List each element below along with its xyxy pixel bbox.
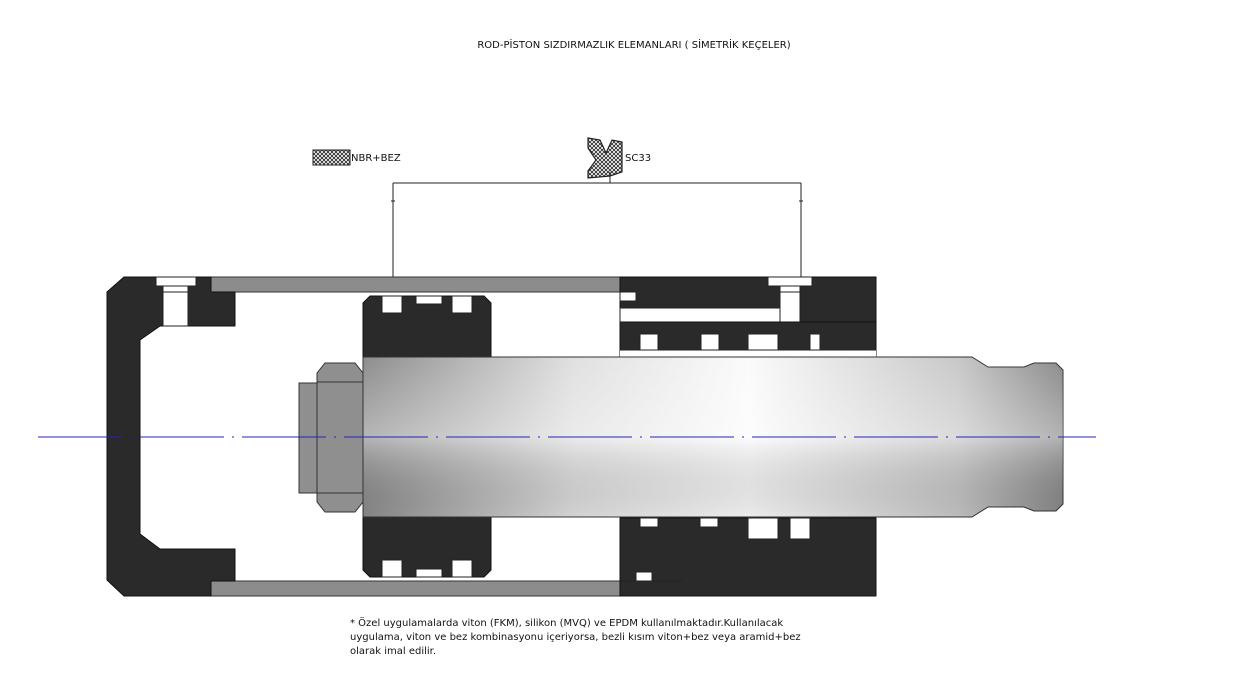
note-line-1: * Özel uygulamalarda viton (FKM), siliko… — [350, 618, 784, 629]
note-line-3: olarak imal edilir. — [350, 646, 437, 657]
gland-groove-1 — [639, 333, 659, 351]
barrel-tube-bottom — [210, 580, 684, 597]
gland-groove-4 — [809, 333, 821, 351]
piston-seal-groove-b — [451, 295, 473, 314]
material-label: NBR+BEZ — [351, 153, 401, 164]
piston-guide-groove — [415, 295, 443, 305]
gland-groove-2 — [700, 333, 720, 351]
note-line-2: uygulama, viton ve bez kombinasyonu içer… — [350, 632, 801, 643]
material-note: * Özel uygulamalarda viton (FKM), siliko… — [350, 617, 820, 659]
seal-legend: SC33 — [587, 137, 651, 179]
gland-groove-b1 — [639, 517, 659, 528]
head-groove-bottom — [635, 571, 653, 582]
piston-seal-groove-d — [451, 559, 473, 578]
piston-nut — [316, 362, 364, 513]
gland-groove-3 — [747, 333, 779, 351]
front-port — [779, 285, 801, 323]
piston-seal-groove-c — [381, 559, 403, 578]
piston-guide-groove-b — [415, 568, 443, 578]
seal-label: SC33 — [625, 153, 651, 164]
gland-groove-b3 — [747, 517, 779, 540]
head-air-channel-top — [619, 307, 783, 323]
rear-end-cap — [106, 276, 236, 597]
material-legend: NBR+BEZ — [312, 149, 401, 166]
nut-washer — [298, 382, 318, 494]
piston-seal-groove-a — [381, 295, 403, 314]
front-port-counterbore — [767, 276, 813, 287]
rear-port-counterbore — [155, 276, 197, 287]
barrel-tube-top — [210, 276, 684, 293]
head-groove-top-a — [619, 291, 637, 302]
rear-port — [162, 285, 189, 327]
gland-groove-b2 — [699, 517, 719, 528]
u-seal-profile-icon — [587, 137, 623, 179]
gland-groove-b4 — [789, 517, 811, 540]
crosshatch-swatch-icon — [312, 149, 351, 166]
drawing-title: ROD-PİSTON SIZDIRMAZLIK ELEMANLARI ( SİM… — [477, 38, 790, 51]
